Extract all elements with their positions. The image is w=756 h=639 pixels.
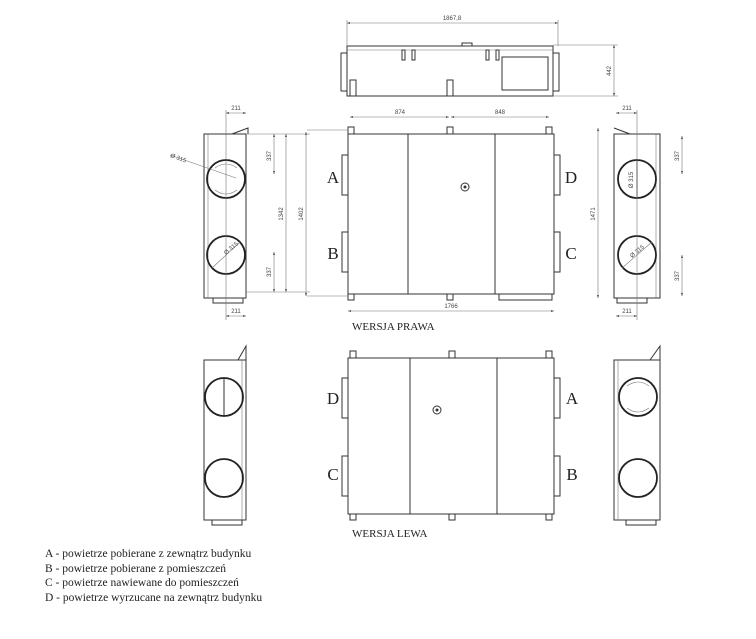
dim-height: 442 xyxy=(607,65,613,76)
dim-diameter-bottom: Ø 315 xyxy=(629,244,646,260)
dim-width-top: 211 xyxy=(231,106,241,112)
port-label: A xyxy=(327,168,340,187)
side-view-right-lewa xyxy=(613,344,661,526)
dim-total-width: 1766 xyxy=(444,304,458,310)
caption-wersja-prawa: WERSJA PRAWA xyxy=(352,321,435,333)
top-view: 1867,8 442 xyxy=(340,16,618,97)
legend-item-b: B - powietrze pobierane z pomieszczeń xyxy=(45,562,227,575)
port-label: D xyxy=(327,389,339,408)
legend: A - powietrze pobierane z zewnątrz budyn… xyxy=(45,547,262,605)
connector-icon xyxy=(432,405,442,415)
side-view-right: Ø 315 Ø 315 211 211 1471 337 337 xyxy=(591,106,683,320)
dim-offset-top: 337 xyxy=(675,150,681,161)
dim-width-top: 211 xyxy=(622,106,632,112)
front-view-left-version: D C A B WERSJA LEWA xyxy=(327,350,579,540)
port-label: C xyxy=(565,244,576,263)
connector-icon xyxy=(460,182,470,192)
dim-inner-height: 1342 xyxy=(279,207,285,221)
port-label: D xyxy=(565,168,577,187)
legend-item-d: D - powietrze wyrzucane na zewnątrz budy… xyxy=(45,591,263,604)
dim-width-bottom: 211 xyxy=(231,309,241,315)
port-label: C xyxy=(327,465,338,484)
dim-height: 1471 xyxy=(591,207,597,221)
side-view-left: Ø 315 Ø 315 211 211 337 337 1342 1402 xyxy=(169,106,310,320)
dim-total-length: 1867,8 xyxy=(443,16,462,22)
legend-item-a: A - powietrze pobierane z zewnątrz budyn… xyxy=(45,548,252,560)
dim-section-2: 848 xyxy=(495,110,506,116)
port-label: B xyxy=(327,244,338,263)
dim-offset-bottom: 337 xyxy=(267,266,273,277)
dim-offset-top: 337 xyxy=(267,150,273,161)
port-label: A xyxy=(566,389,579,408)
front-view-right-version: A B D C 874 848 1766 1402 WERSJA PRAWA xyxy=(307,110,577,333)
side-view-left-lewa xyxy=(203,344,247,526)
dim-diameter-top: Ø 315 xyxy=(629,171,635,188)
dim-diameter-top: Ø 315 xyxy=(169,153,187,164)
legend-item-c: C - powietrze nawiewane do pomieszczeń xyxy=(45,577,239,589)
port-label: B xyxy=(566,465,577,484)
dim-section-1: 874 xyxy=(395,110,406,116)
caption-wersja-lewa: WERSJA LEWA xyxy=(352,528,428,540)
dim-width-bottom: 211 xyxy=(622,309,632,315)
dim-outer-height: 1402 xyxy=(299,207,305,221)
dim-offset-bottom: 337 xyxy=(675,270,681,281)
